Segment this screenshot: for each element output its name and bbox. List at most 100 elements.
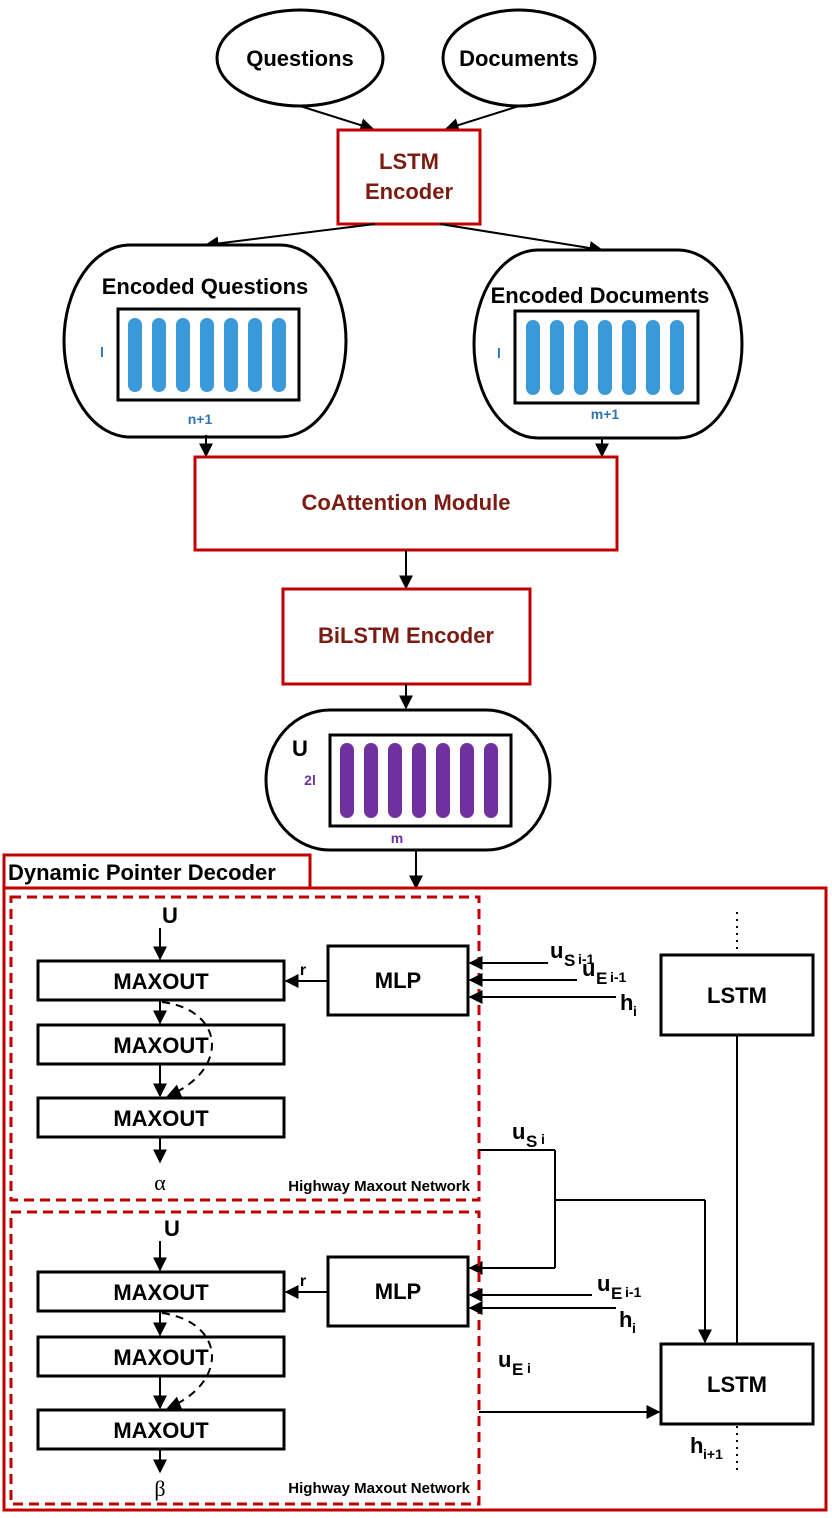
r-label-1: r	[300, 962, 306, 979]
r-label-2: r	[300, 1273, 306, 1290]
lstm-label-2: LSTM	[707, 1372, 767, 1397]
us-prev-index: i-1	[578, 951, 595, 967]
lstm-label-1: LSTM	[707, 983, 767, 1008]
h-index: i	[633, 1003, 637, 1019]
vector-bar	[484, 743, 498, 818]
h-index: i	[632, 1320, 636, 1336]
arrow-lstm-to-encoded-questions	[204, 223, 376, 251]
encoded-questions-label: Encoded Questions	[102, 274, 309, 299]
ue-prev-label-2: u E i-1	[597, 1271, 642, 1303]
h-next-index: i+1	[703, 1446, 723, 1462]
highway-label-1: Highway Maxout Network	[288, 1178, 470, 1195]
bilstm-encoder-label: BiLSTM Encoder	[318, 623, 494, 648]
coattention-box	[193, 455, 619, 552]
vector-bar	[598, 320, 612, 395]
vector-bar	[364, 743, 378, 818]
us-label: u S i	[512, 1119, 545, 1151]
coattention-label: CoAttention Module	[302, 490, 511, 515]
h-label-1: h i	[620, 990, 637, 1019]
maxout-2-3	[36, 1408, 286, 1451]
maxout-2-1	[36, 1270, 286, 1313]
mlp-label-1: MLP	[375, 968, 421, 993]
encoded-questions-height-label: l	[100, 344, 104, 360]
vector-bar	[224, 318, 238, 392]
encoded-documents-vectors	[526, 320, 684, 395]
ue-prev-base: u	[597, 1271, 610, 1296]
ue-prev-sub: E	[611, 1284, 622, 1303]
maxout-1-1	[36, 959, 286, 1002]
vector-bar	[412, 743, 426, 818]
h-label-2: h i	[619, 1307, 636, 1336]
documents-label: Documents	[459, 46, 579, 71]
alpha-output-label: α	[154, 1170, 166, 1195]
u-height-label: 2l	[304, 772, 316, 788]
encoded-questions-vectors	[128, 318, 286, 392]
maxout-1-2-label: MAXOUT	[113, 1033, 209, 1058]
arrow-documents-to-lstm	[444, 105, 520, 132]
u-width-label: m	[391, 830, 403, 846]
ue-sub: E	[512, 1360, 523, 1379]
vector-bar	[272, 318, 286, 392]
ue-prev-index: i-1	[625, 1284, 642, 1300]
decoder-outer-box	[2, 886, 828, 1512]
maxout-1-2	[36, 1023, 286, 1066]
lstm-encoder-label-line1: LSTM	[379, 149, 439, 174]
mlp-box-2	[326, 1255, 470, 1328]
ue-prev-sub: E	[596, 969, 607, 988]
vector-bar	[550, 320, 564, 395]
maxout-2-3-label: MAXOUT	[113, 1418, 209, 1443]
h-base: h	[620, 990, 633, 1015]
highway-maxout-network-1	[9, 895, 481, 1202]
vector-bar	[574, 320, 588, 395]
us-prev-sub: S	[564, 951, 575, 970]
vector-bar	[176, 318, 190, 392]
maxout-1-3-label: MAXOUT	[113, 1106, 209, 1131]
encoded-questions-width-label: n+1	[188, 411, 213, 427]
vector-bar	[526, 320, 540, 395]
vector-bar	[200, 318, 214, 392]
mlp-box-1	[326, 944, 470, 1017]
beta-output-label: β	[154, 1476, 165, 1501]
vector-bar	[340, 743, 354, 818]
arrow-lstm-to-encoded-documents	[439, 223, 604, 255]
highway-maxout-network-2	[9, 1210, 481, 1506]
ue-index: i	[527, 1360, 531, 1376]
ue-label: u E i	[498, 1347, 531, 1379]
vector-bar	[152, 318, 166, 392]
u-input-label-1: U	[162, 903, 178, 928]
vector-bar	[248, 318, 262, 392]
encoded-documents-height-label: l	[497, 345, 501, 361]
questions-label: Questions	[246, 46, 354, 71]
h-next-label: h i+1	[690, 1433, 723, 1462]
u-vectors	[340, 743, 498, 818]
maxout-2-2	[36, 1335, 286, 1378]
maxout-2-2-label: MAXOUT	[113, 1345, 209, 1370]
encoded-documents-label: Encoded Documents	[491, 283, 710, 308]
maxout-1-1-label: MAXOUT	[113, 969, 209, 994]
ue-base: u	[498, 1347, 511, 1372]
us-sub: S	[526, 1132, 537, 1151]
bilstm-encoder-box	[281, 587, 532, 686]
highway-label-2: Highway Maxout Network	[288, 1480, 470, 1497]
lstm-encoder-box	[336, 128, 482, 226]
mlp-label-2: MLP	[375, 1279, 421, 1304]
u-matrix-label: U	[292, 736, 308, 761]
highway-skip-connection-1	[161, 1001, 213, 1098]
us-index: i	[541, 1131, 545, 1147]
lstm-box-2	[659, 1342, 815, 1426]
vector-bar	[128, 318, 142, 392]
vector-bar	[460, 743, 474, 818]
encoded-documents-width-label: m+1	[591, 406, 620, 422]
maxout-2-1-label: MAXOUT	[113, 1280, 209, 1305]
vector-bar	[622, 320, 636, 395]
h-base: h	[619, 1307, 632, 1332]
vector-bar	[646, 320, 660, 395]
decoder-title-box	[2, 853, 312, 890]
us-base: u	[512, 1119, 525, 1144]
ue-prev-label-1: u E i-1	[582, 956, 627, 988]
u-input-label-2: U	[164, 1216, 180, 1241]
us-prev-base: u	[550, 938, 563, 963]
ue-prev-base: u	[582, 956, 595, 981]
vector-bar	[670, 320, 684, 395]
